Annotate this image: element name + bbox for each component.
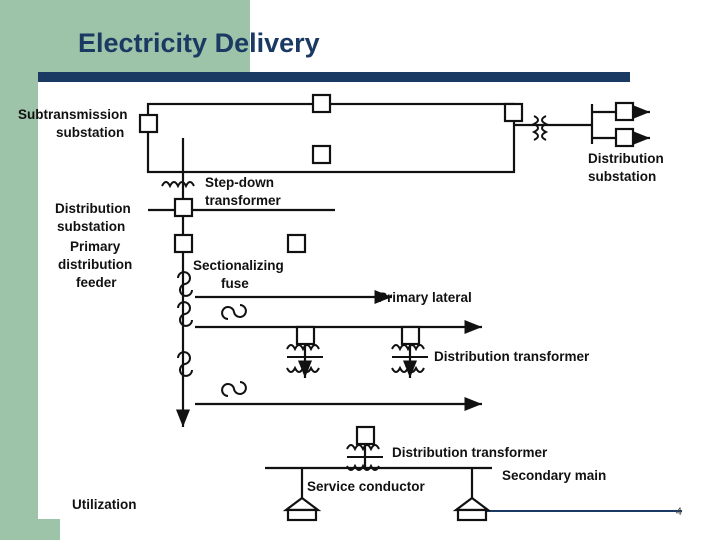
breaker-box-top (311, 93, 332, 114)
sectionalizing-fuse-1 (177, 271, 193, 297)
decorative-green-sidebar (0, 82, 38, 519)
breaker-box-right (503, 102, 524, 123)
breaker-box-feeder-lower (173, 233, 194, 254)
footer-rule (472, 510, 682, 512)
label-distribution-transformer-mid: Distribution transformer (434, 349, 590, 364)
sectionalizing-fuse-2 (177, 301, 193, 327)
breaker-box-lateral (286, 233, 307, 254)
label-distribution-substation-right-line1: Distribution (588, 151, 664, 166)
substation-transformer-coil (531, 115, 539, 141)
distribution-transformer-mid-right-coil (391, 344, 425, 352)
distribution-transformer-low-coil (346, 444, 380, 452)
label-subtransmission-substation-line2: substation (56, 125, 124, 140)
label-subtransmission-substation-line1: Subtransmission (18, 107, 128, 122)
label-primary-feeder-line3: feeder (76, 275, 117, 290)
distribution-transformer-mid-left-coil (286, 344, 320, 352)
label-primary-lateral: Primary lateral (378, 290, 472, 305)
lateral-fuse-2 (221, 381, 247, 397)
decorative-navy-bar (38, 72, 630, 82)
label-primary-feeder-line1: Primary (70, 239, 121, 254)
fuse-symbols (177, 271, 247, 397)
label-step-down-transformer-line1: Step-down (205, 175, 274, 190)
label-distribution-substation-right-line2: substation (588, 169, 656, 184)
sectionalizing-fuse-3 (177, 351, 193, 377)
breaker-box-left (138, 113, 159, 134)
switch-symbols (138, 93, 635, 446)
breaker-box-feeder-upper (173, 197, 194, 218)
lateral-fuse-1 (221, 304, 247, 320)
label-distribution-substation-left-line1: Distribution (55, 201, 131, 216)
house-left (282, 496, 322, 512)
breaker-box-out-lower (614, 127, 635, 148)
house-right (452, 496, 492, 512)
diagram-canvas: Subtransmission substation Distribution … (0, 82, 720, 522)
label-step-down-transformer-line2: transformer (205, 193, 282, 208)
label-sectionalizing-fuse-line1: Sectionalizing (193, 258, 284, 273)
house-symbols (282, 496, 492, 522)
breaker-box-xfmr-low (355, 425, 376, 446)
transformer-symbols (161, 115, 549, 471)
page-title: Electricity Delivery (78, 28, 320, 58)
label-service-conductor: Service conductor (307, 479, 426, 494)
page-number: 4 (675, 506, 682, 518)
label-distribution-substation-left-line2: substation (57, 219, 125, 234)
decorative-navy-bar-cap (38, 72, 62, 82)
label-utilization: Utilization (72, 497, 137, 512)
decorative-green-footer-block (0, 519, 60, 540)
label-distribution-transformer-low: Distribution transformer (392, 445, 548, 460)
breaker-box-out-upper (614, 101, 635, 122)
label-sectionalizing-fuse-line2: fuse (221, 276, 249, 291)
decorative-green-block (0, 0, 250, 82)
breaker-box-bottom (311, 144, 332, 165)
label-primary-feeder-line2: distribution (58, 257, 132, 272)
step-down-transformer-coil (161, 181, 195, 189)
breaker-box-xfmr-mid-left (295, 325, 316, 346)
breaker-box-xfmr-mid-right (400, 325, 421, 346)
label-secondary-main: Secondary main (502, 468, 606, 483)
